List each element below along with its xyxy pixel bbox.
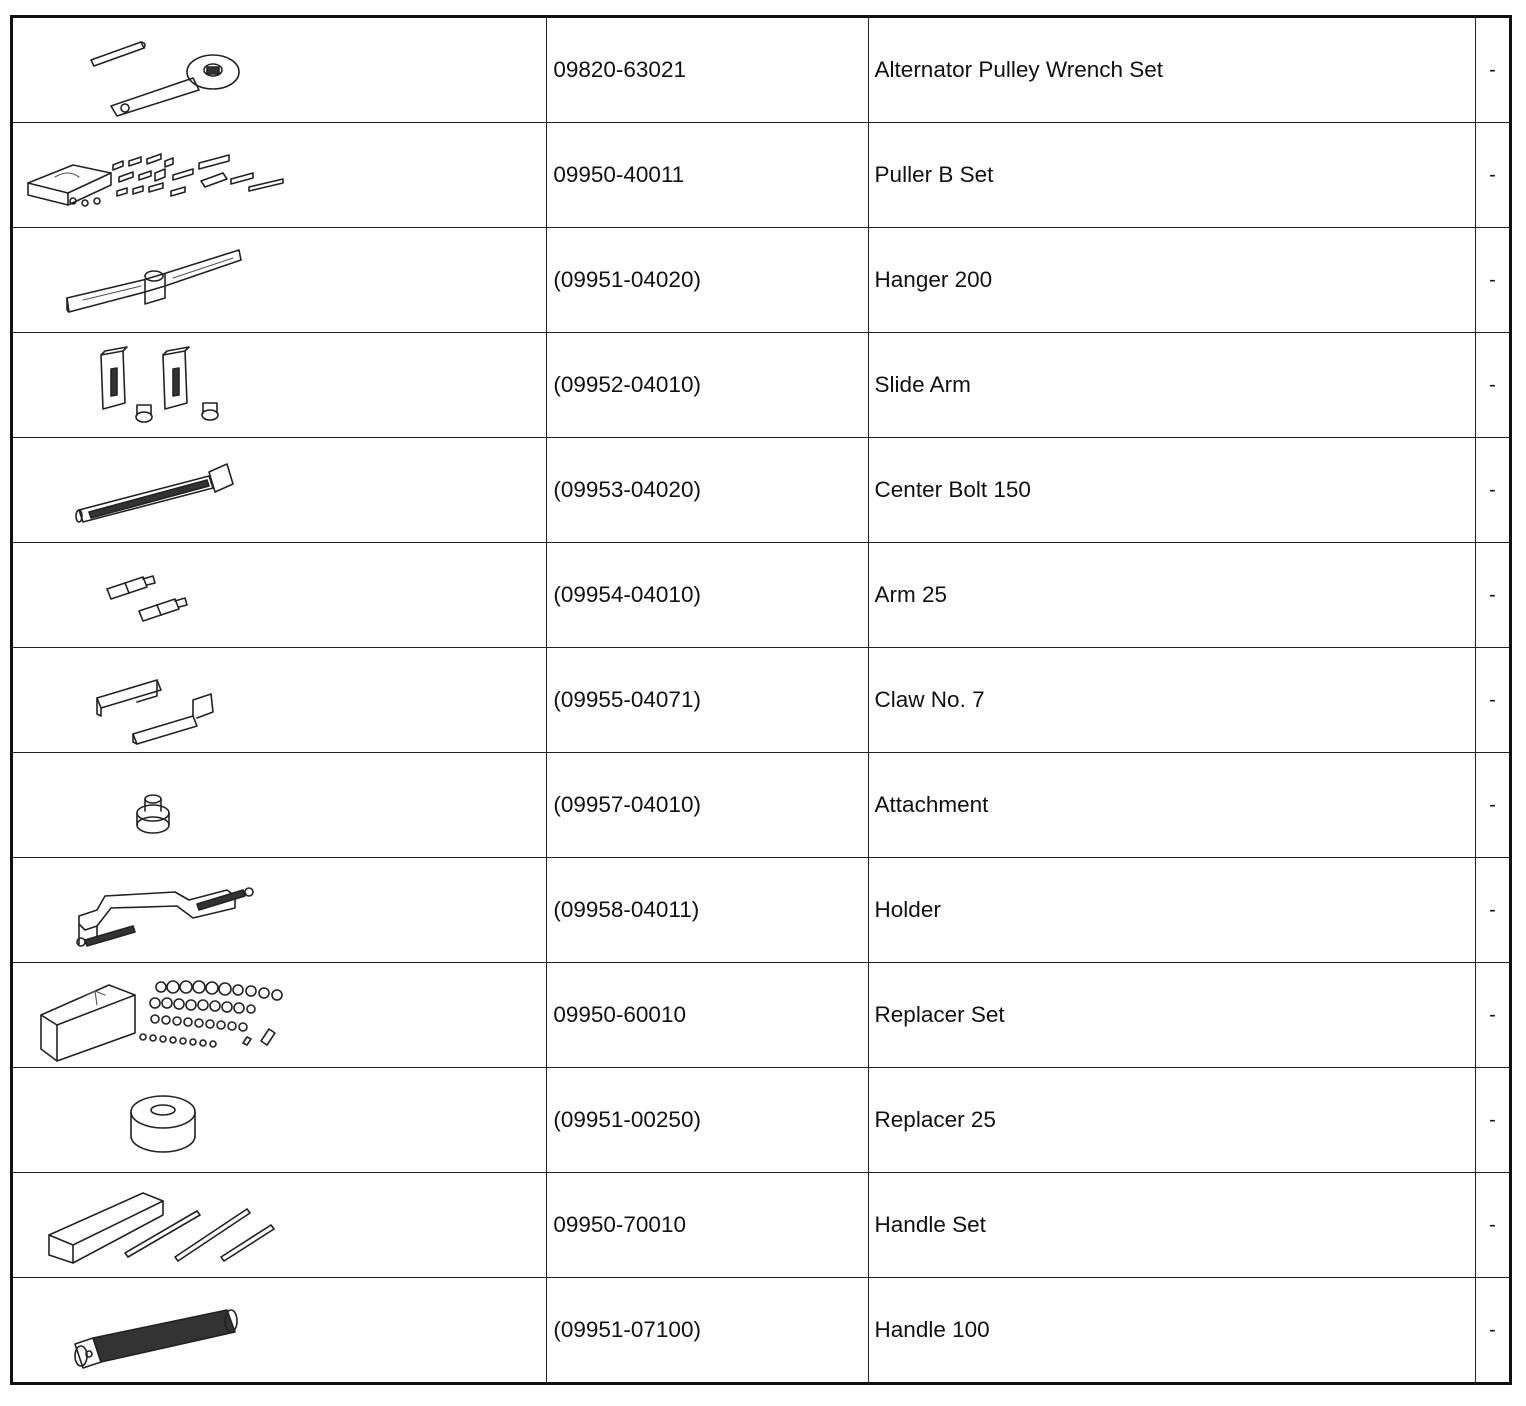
tool-illustration-cell	[10, 1172, 548, 1278]
holder-icon	[76, 887, 254, 947]
tool-name: Alternator Pulley Wrench Set	[874, 57, 1164, 82]
part-number: (09952-04010)	[553, 372, 701, 397]
table-row: (09957-04010) Attachment -	[10, 752, 1512, 858]
tool-illustration-cell	[10, 1277, 548, 1384]
tool-illustration-cell	[10, 542, 548, 648]
table-row: (09953-04020) Center Bolt 150 -	[10, 437, 1512, 543]
replacer-icon	[130, 1095, 196, 1153]
part-number: (09958-04011)	[553, 897, 700, 922]
part-number: (09957-04010)	[553, 792, 701, 817]
note-mark: -	[1489, 793, 1496, 816]
part-number: 09950-40011	[553, 162, 685, 187]
tool-name: Replacer 25	[874, 1107, 996, 1132]
claw-icon	[96, 679, 214, 745]
part-number: (09951-04020)	[553, 267, 701, 292]
tool-illustration-cell	[10, 227, 548, 333]
note-mark: -	[1489, 583, 1496, 606]
table-row: 09950-40011 Puller B Set -	[10, 122, 1512, 228]
tool-name: Puller B Set	[874, 162, 994, 187]
tool-name: Arm 25	[874, 582, 948, 607]
note-mark: -	[1489, 898, 1496, 921]
part-number: (09955-04071)	[553, 687, 701, 712]
tool-illustration-cell	[10, 962, 548, 1068]
tool-name: Hanger 200	[874, 267, 993, 292]
center-bolt-icon	[75, 463, 234, 523]
slide-arm-icon	[100, 346, 219, 423]
tool-name: Attachment	[874, 792, 989, 817]
attachment-icon	[136, 794, 170, 834]
note-mark: -	[1489, 1318, 1496, 1341]
table-row: (09954-04010) Arm 25 -	[10, 542, 1512, 648]
tool-illustration-cell	[10, 332, 548, 438]
note-mark: -	[1489, 58, 1496, 81]
tool-name: Holder	[874, 897, 941, 922]
tool-illustration-cell	[10, 16, 548, 123]
handle-icon	[74, 1309, 238, 1369]
replacer-set-icon	[40, 980, 283, 1062]
table-row: (09951-04020) Hanger 200 -	[10, 227, 1512, 333]
tool-name: Slide Arm	[874, 372, 971, 397]
table-row: 09820-63021 Alternator Pulley Wrench Set…	[10, 16, 1512, 123]
note-mark: -	[1489, 1213, 1496, 1236]
tool-illustration-cell	[10, 647, 548, 753]
tool-name: Center Bolt 150	[874, 477, 1031, 502]
tool-illustration-cell	[10, 752, 548, 858]
part-number: (09951-00250)	[553, 1107, 701, 1132]
arm-icon	[106, 575, 188, 622]
handle-set-icon	[48, 1192, 275, 1264]
pulley-wrench-icon	[90, 41, 240, 117]
table-row: (09951-07100) Handle 100 -	[10, 1277, 1512, 1384]
part-number: (09953-04020)	[553, 477, 701, 502]
tool-name: Replacer Set	[874, 1002, 1005, 1027]
note-mark: -	[1489, 688, 1496, 711]
tool-illustration-cell	[10, 857, 548, 963]
note-mark: -	[1489, 163, 1496, 186]
table-row: (09958-04011) Holder -	[10, 857, 1512, 963]
note-mark: -	[1489, 1003, 1496, 1026]
tool-illustration-cell	[10, 1067, 548, 1173]
table-row: (09955-04071) Claw No. 7 -	[10, 647, 1512, 753]
part-number: 09950-70010	[553, 1212, 686, 1237]
table-row: 09950-70010 Handle Set -	[10, 1172, 1512, 1278]
tool-name: Claw No. 7	[874, 687, 985, 712]
part-number: (09954-04010)	[553, 582, 701, 607]
tool-illustration-cell	[10, 122, 548, 228]
tool-name: Handle Set	[874, 1212, 986, 1237]
part-number: (09951-07100)	[553, 1317, 701, 1342]
hanger-icon	[66, 249, 242, 313]
part-number: 09950-60010	[553, 1002, 686, 1027]
special-tools-table: 09820-63021 Alternator Pulley Wrench Set…	[10, 15, 1512, 1385]
table-row: 09950-60010 Replacer Set -	[10, 962, 1512, 1068]
table-row: (09951-00250) Replacer 25 -	[10, 1067, 1512, 1173]
tool-name: Handle 100	[874, 1317, 990, 1342]
table-row: (09952-04010) Slide Arm -	[10, 332, 1512, 438]
note-mark: -	[1489, 373, 1496, 396]
part-number: 09820-63021	[553, 57, 686, 82]
note-mark: -	[1489, 268, 1496, 291]
note-mark: -	[1489, 1108, 1496, 1131]
note-mark: -	[1489, 478, 1496, 501]
tool-illustration-cell	[10, 437, 548, 543]
puller-set-icon	[27, 153, 284, 207]
